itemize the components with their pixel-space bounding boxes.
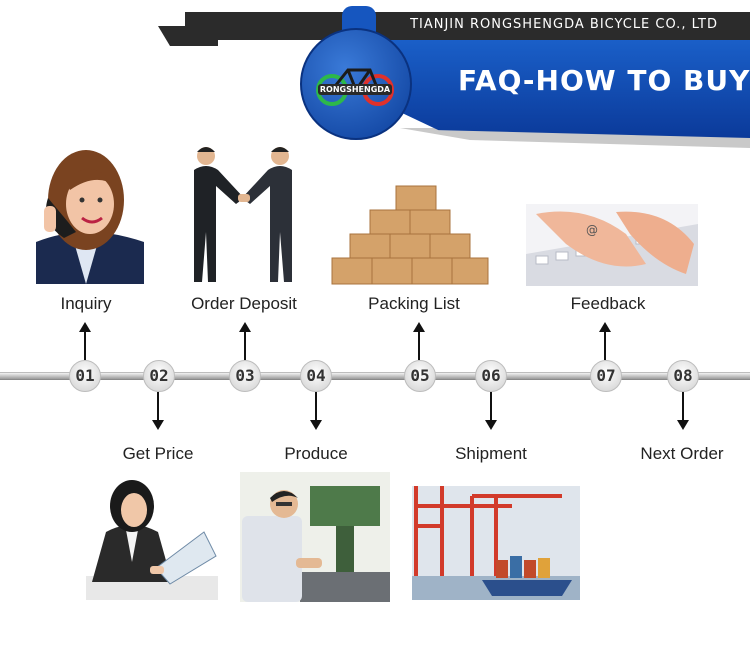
- step-label-feedback: Feedback: [570, 294, 646, 313]
- arrow-up-icon: [239, 322, 251, 360]
- timeline-bar: [0, 372, 750, 380]
- step-label-order-deposit: Order Deposit: [191, 294, 297, 313]
- header-bar: [185, 12, 750, 40]
- step-label-next-order: Next Order: [640, 444, 724, 463]
- step-number-04: 04: [300, 360, 332, 392]
- page-title: FAQ-HOW TO BUY: [458, 64, 750, 97]
- arrow-up-icon: [79, 322, 91, 360]
- packing-list-photo: [330, 182, 490, 286]
- step-number-08: 08: [667, 360, 699, 392]
- step-number-07: 07: [590, 360, 622, 392]
- step-label-shipment: Shipment: [455, 444, 527, 463]
- arrow-down-icon: [485, 392, 497, 430]
- step-number-06: 06: [475, 360, 507, 392]
- arrow-down-icon: [310, 392, 322, 430]
- step-label-get-price: Get Price: [122, 444, 194, 463]
- step-label-packing-list: Packing List: [368, 294, 460, 313]
- produce-photo: [240, 472, 390, 602]
- step-number-05: 05: [404, 360, 436, 392]
- get-price-photo: [86, 472, 218, 600]
- step-label-inquiry: Inquiry: [60, 294, 112, 313]
- arrow-down-icon: [152, 392, 164, 430]
- bicycle-logo-icon: [316, 68, 394, 106]
- company-name: TIANJIN RONGSHENGDA BICYCLE CO., LTD: [410, 17, 718, 32]
- svg-text:@: @: [586, 223, 598, 237]
- logo-text: RONGSHENGDA: [318, 84, 392, 95]
- step-number-03: 03: [229, 360, 261, 392]
- order-deposit-photo: [186, 142, 302, 288]
- arrow-up-icon: [599, 322, 611, 360]
- step-label-produce: Produce: [284, 444, 348, 463]
- step-number-02: 02: [143, 360, 175, 392]
- feedback-photo: @: [526, 204, 698, 286]
- arrow-up-icon: [413, 322, 425, 360]
- arrow-down-icon: [677, 392, 689, 430]
- inquiry-photo: [26, 142, 148, 284]
- step-number-01: 01: [69, 360, 101, 392]
- header-banner: [370, 40, 750, 138]
- shipment-photo: [412, 486, 580, 600]
